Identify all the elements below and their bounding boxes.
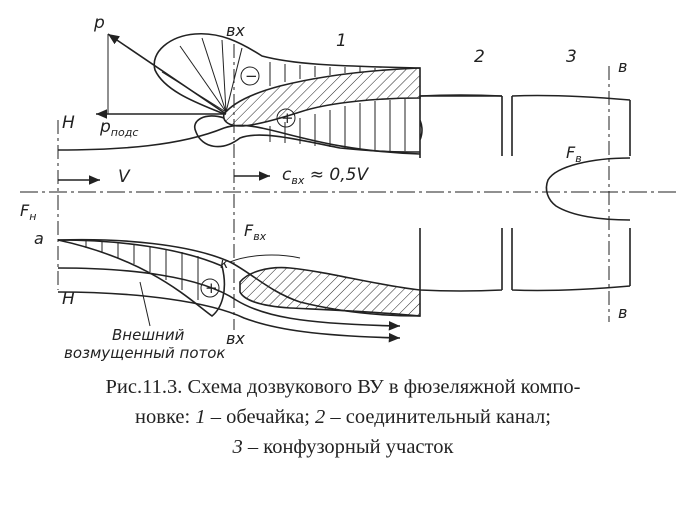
duct-2-upper-top (419, 94, 503, 97)
figure-caption: Рис.11.3. Схема дозвукового ВУ в фюзеляж… (0, 372, 686, 462)
label-k: к (220, 256, 229, 272)
label-num-2: 2 (474, 47, 485, 67)
lower-pressure-bulb (57, 239, 226, 318)
label-external-flow-1: Внешний (112, 326, 185, 344)
duct-3-upper (511, 94, 631, 156)
force-p-vector (107, 33, 227, 115)
upper-pressure-arrows (161, 37, 376, 113)
duct-2-lower (419, 228, 503, 292)
label-external-flow-2: возмущенный поток (64, 344, 225, 362)
label-cvx: cвх ≈ 0,5V (282, 165, 369, 187)
upper-streamline (57, 124, 421, 155)
caption-line-2: новке: 1 – обечайка; 2 – соединительный … (135, 406, 551, 428)
label-v-bottom: в (618, 303, 627, 322)
intake-schematic: p pподс вх вх H H V cвх ≈ 0,5V Fн Fвх Fв… (20, 13, 680, 362)
label-num-1: 1 (336, 31, 347, 51)
label-fn: Fн (20, 201, 36, 223)
label-vx-bottom: вх (226, 329, 245, 348)
minus-circle (240, 66, 260, 86)
label-vx-top: вх (226, 21, 245, 40)
label-h-bottom: H (62, 289, 75, 309)
label-h-top: H (62, 113, 75, 133)
label-p-pods: pподс (99, 117, 138, 139)
lower-streamline-3 (57, 291, 401, 343)
minus-sign: − (245, 67, 258, 85)
caption-line-3: 3 – конфузорный участок (232, 436, 454, 458)
external-flow-leader (139, 281, 151, 327)
lower-pressure-arrows (85, 241, 199, 300)
upper-pressure-bulb (153, 32, 421, 115)
label-v: V (118, 167, 131, 187)
label-fv: Fв (566, 143, 582, 165)
lower-streamline-2 (57, 267, 401, 331)
lower-streamline-1 (57, 238, 421, 317)
caption-line-1: Рис.11.3. Схема дозвукового ВУ в фюзеляж… (105, 376, 581, 398)
duct-2-upper (419, 95, 503, 158)
plus-circle-bottom (200, 278, 220, 298)
plus-sign-top: + (281, 109, 294, 127)
label-num-3: 3 (566, 47, 577, 67)
plus-circle-top (276, 108, 296, 128)
label-fvx: Fвх (244, 221, 267, 243)
label-a: a (34, 229, 44, 248)
label-v-top: в (618, 57, 627, 76)
duct-3-lower (511, 228, 631, 292)
plus-sign-bottom: + (205, 279, 218, 297)
label-p: p (93, 13, 105, 33)
lower-internal-flow (229, 254, 301, 263)
centerbody-cone (545, 157, 631, 221)
